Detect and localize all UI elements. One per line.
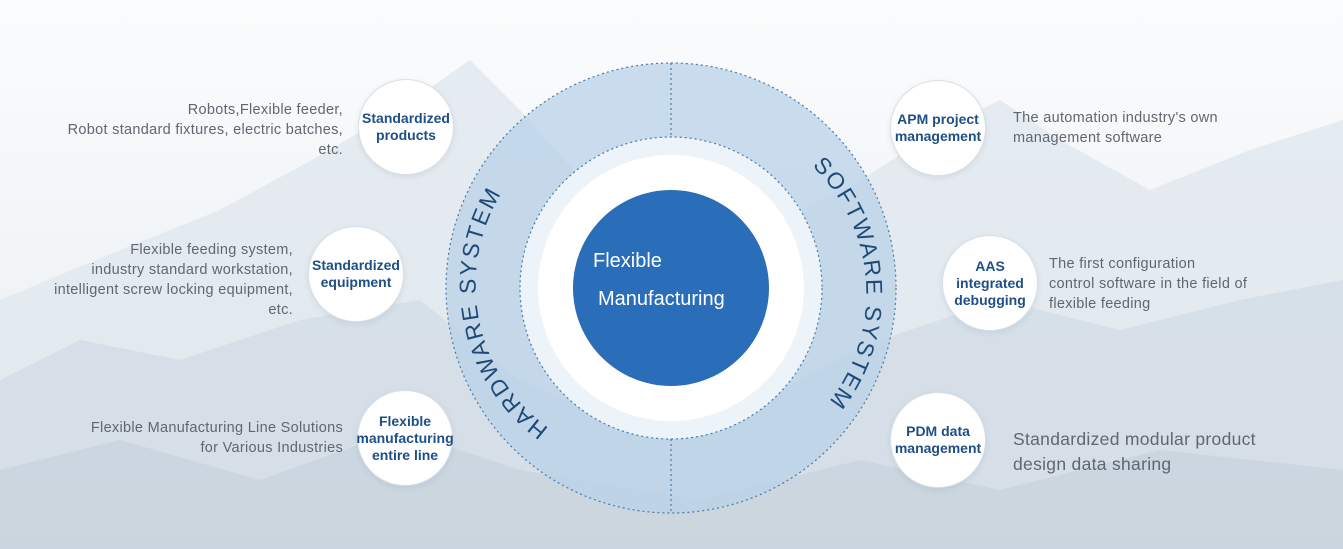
center-title-line1: Flexible (593, 250, 662, 272)
center-disc (573, 190, 769, 386)
desc-flexible-line: Flexible Manufacturing Line Solutions fo… (90, 420, 343, 456)
node-standardized-products: Standardized products (358, 79, 454, 175)
node-label: Standardized equipment (312, 257, 400, 290)
desc-pdm-data-management: Standardized modular product design data… (1013, 429, 1256, 474)
node-pdm-data-management: PDM data management (890, 392, 986, 488)
node-flexible-line: Flexible manufacturing entire line (356, 390, 454, 486)
desc-aas-integrated-debugging: The first configuration control software… (1049, 256, 1248, 312)
node-label: AAS integrated debugging (954, 257, 1026, 308)
node-label: PDM data management (894, 423, 982, 456)
node-apm-project-management: APM project management (890, 80, 986, 176)
node-aas-integrated-debugging: AAS integrated debugging (942, 235, 1038, 331)
node-label: Flexible manufacturing entire line (356, 412, 454, 463)
desc-standardized-equipment: Flexible feeding system, industry standa… (54, 242, 293, 318)
node-label: Standardized products (362, 110, 450, 143)
node-standardized-equipment: Standardized equipment (308, 226, 404, 322)
center-title-line2: Manufacturing (598, 288, 725, 310)
node-label: APM project management (894, 111, 982, 144)
desc-apm-project-management: The automation industry's own management… (1013, 110, 1218, 146)
desc-standardized-products: Robots,Flexible feeder, Robot standard f… (67, 102, 343, 158)
